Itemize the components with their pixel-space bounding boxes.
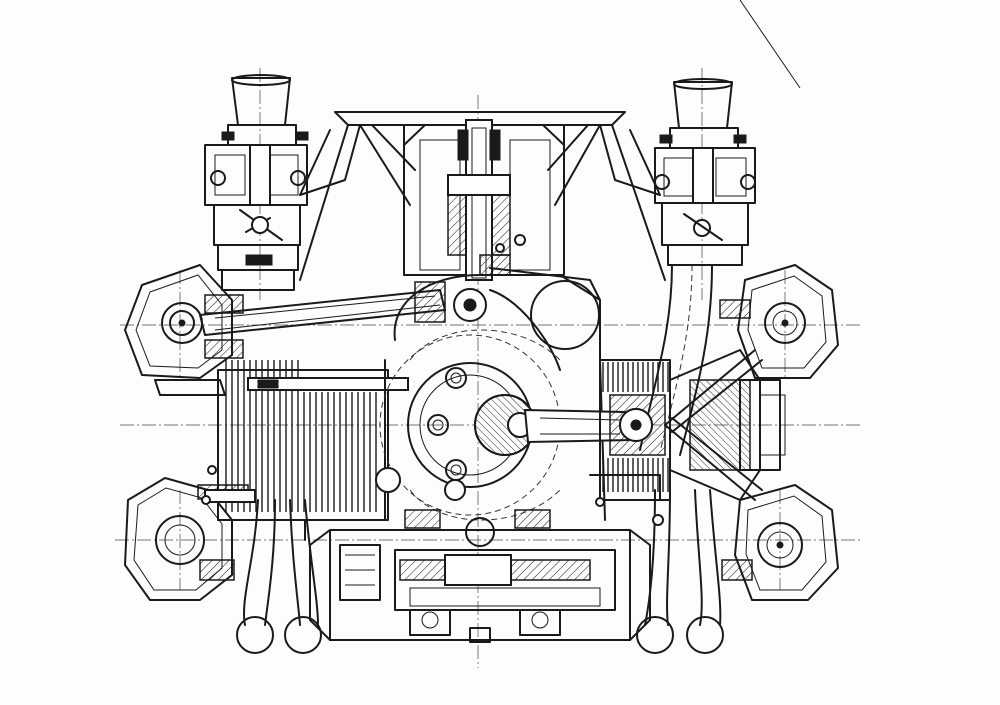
right-exhaust	[636, 489, 724, 654]
lower-assembly	[309, 509, 651, 643]
right-carburetor	[654, 78, 756, 266]
right-rocker-lower	[721, 484, 839, 601]
fan-shroud	[299, 111, 666, 281]
fasteners	[201, 131, 747, 526]
left-cylinder-head	[124, 264, 244, 396]
scratch-mark	[739, 0, 801, 89]
crankcase	[379, 254, 606, 521]
right-rocker-upper	[719, 264, 839, 379]
left-exhaust	[236, 499, 322, 654]
right-cylinder-fins	[589, 359, 671, 501]
left-carburetor	[204, 74, 308, 291]
left-cylinder-fins	[204, 360, 409, 541]
left-pushrod	[199, 281, 487, 336]
right-cylinder-head	[664, 349, 786, 501]
